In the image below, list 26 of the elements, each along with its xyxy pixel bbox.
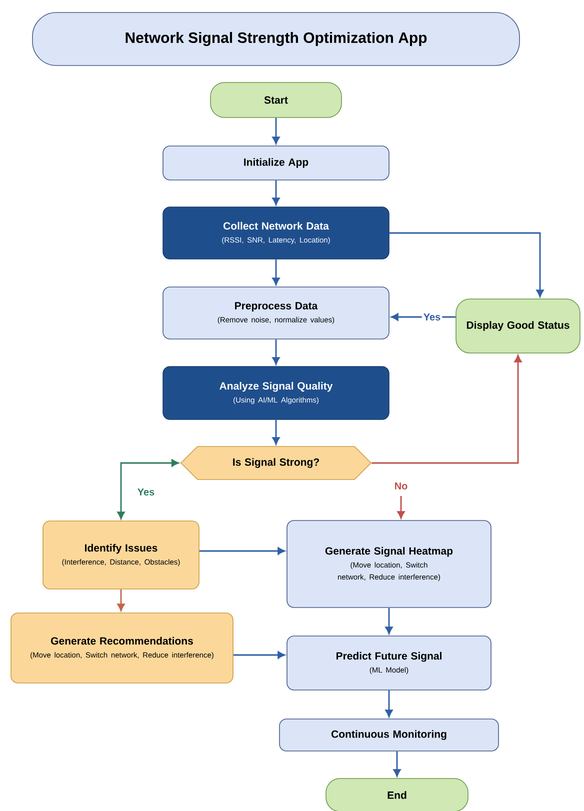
arrow (117, 459, 179, 520)
process-box: Continuous Monitoring (279, 718, 499, 752)
arrow (272, 118, 280, 144)
arrow (393, 751, 401, 777)
arrow (272, 420, 280, 445)
arrow (117, 589, 125, 612)
terminal-box: Start (210, 82, 342, 118)
arrow (272, 339, 280, 365)
arrow (272, 180, 280, 206)
decision-box: Is Signal Strong? (180, 446, 372, 480)
edge-label: Yes (422, 312, 442, 322)
arrow (397, 496, 405, 519)
arrow (372, 354, 522, 464)
arrow (199, 547, 286, 555)
terminal-box: End (326, 778, 468, 811)
process-box: Initialize App (162, 146, 390, 180)
title-banner: Network Signal Strength Optimization App (32, 12, 520, 66)
arrow (390, 313, 456, 321)
edge-label: No (392, 481, 410, 491)
arrow (389, 232, 544, 298)
arrow (272, 259, 280, 286)
terminal-box: Display Good Status (456, 298, 580, 354)
arrow (385, 690, 393, 718)
arrow (233, 651, 286, 659)
edge-label: Yes (136, 487, 156, 497)
arrow (385, 608, 393, 634)
